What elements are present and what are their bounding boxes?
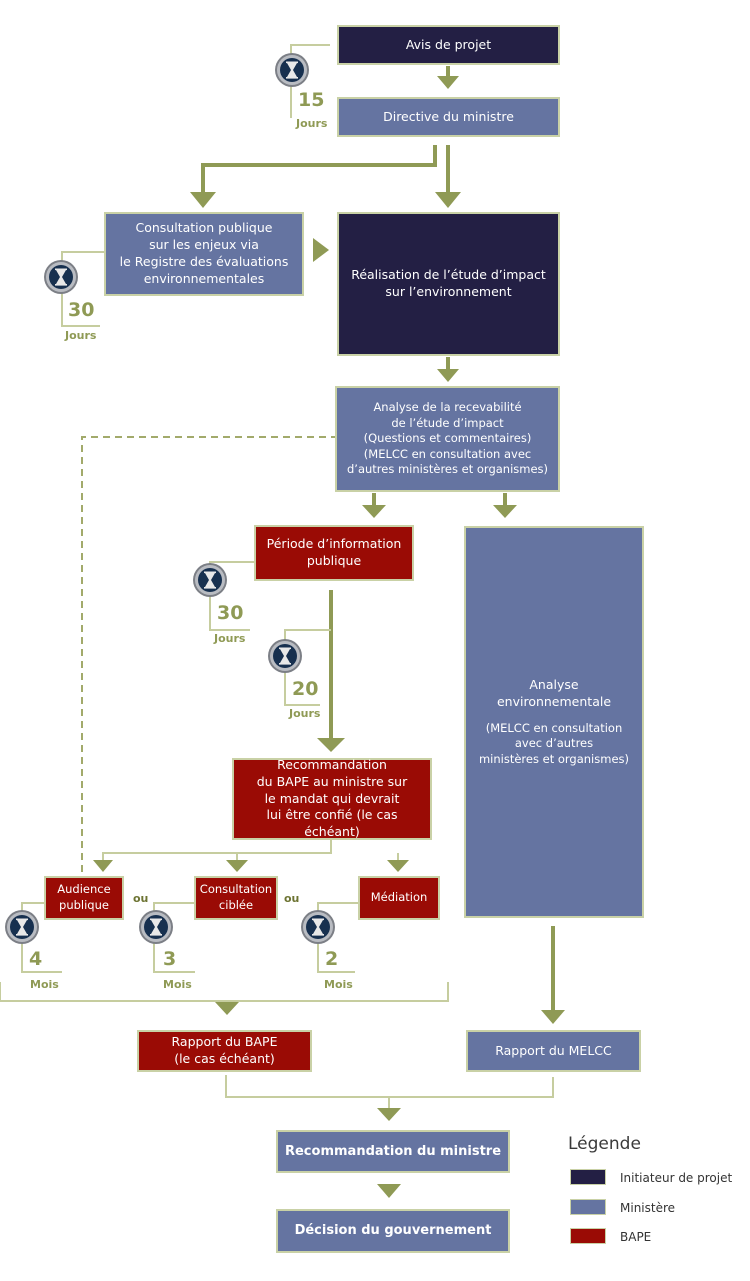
rapport-melcc-box: Rapport du MELCC xyxy=(466,1030,641,1072)
ou-label-1: ou xyxy=(133,892,149,905)
timer-value-30a: 30 xyxy=(68,299,95,321)
mediation-box: Médiation xyxy=(358,876,440,920)
timer-unit-20: Jours xyxy=(289,707,321,720)
ou-label-2: ou xyxy=(284,892,300,905)
timer-unit-30a: Jours xyxy=(65,329,97,342)
consultation-enjeux-box: Consultation publique sur les enjeux via… xyxy=(104,212,304,296)
avis-projet-box: Avis de projet xyxy=(337,25,560,65)
hourglass-icon-4 xyxy=(5,910,39,944)
timer-value-2: 2 xyxy=(325,948,339,970)
decision-gouvernement-box: Décision du gouvernement xyxy=(276,1209,510,1253)
hourglass-icon-15 xyxy=(275,53,309,87)
analyse-environnementale-box: Analyse environnementale (MELCC en consu… xyxy=(464,526,644,918)
analyse-environnementale-title: Analyse environnementale xyxy=(496,676,612,709)
timer-value-15: 15 xyxy=(298,89,325,111)
hourglass-icon-30b xyxy=(193,563,227,597)
timer-unit-15: Jours xyxy=(296,117,328,130)
timer-unit-3: Mois xyxy=(163,978,192,991)
hourglass-icon-20 xyxy=(268,639,302,673)
legend-swatch-ministere xyxy=(570,1199,606,1215)
hourglass-icon-3 xyxy=(139,910,173,944)
legend-label-bape: BAPE xyxy=(620,1230,652,1244)
recommandation-ministre-box: Recommandation du ministre xyxy=(276,1130,510,1173)
recommandation-bape-box: Recommandation du BAPE au ministre sur l… xyxy=(232,757,432,840)
audience-publique-box: Audience publique xyxy=(44,876,124,920)
consultation-ciblee-box: Consultation ciblée xyxy=(194,876,278,920)
hourglass-icon-2 xyxy=(301,910,335,944)
timer-unit-2: Mois xyxy=(324,978,353,991)
legend-swatch-initiateur xyxy=(570,1169,606,1185)
timer-unit-30b: Jours xyxy=(214,632,246,645)
legend-swatch-bape xyxy=(570,1228,606,1244)
timer-value-3: 3 xyxy=(163,948,177,970)
hourglass-icon-30a xyxy=(44,260,78,294)
realisation-etude-box: Réalisation de l’étude d’impact sur l’en… xyxy=(337,212,560,356)
legend-label-initiateur: Initiateur de projet xyxy=(620,1171,733,1185)
timer-unit-4: Mois xyxy=(30,978,59,991)
timer-value-30b: 30 xyxy=(217,602,244,624)
legend-label-ministere: Ministère xyxy=(620,1201,676,1215)
analyse-recevabilite-box: Analyse de la recevabilité de l’étude d’… xyxy=(335,386,560,492)
timer-value-20: 20 xyxy=(292,678,319,700)
timer-value-4: 4 xyxy=(29,948,43,970)
directive-box: Directive du ministre xyxy=(337,97,560,137)
rapport-bape-box: Rapport du BAPE (le cas échéant) xyxy=(137,1030,312,1072)
periode-information-box: Période d’information publique xyxy=(254,525,414,581)
analyse-environnementale-note: (MELCC en consultation avec d’autres min… xyxy=(478,720,630,766)
legend-title: Légende xyxy=(568,1134,641,1154)
